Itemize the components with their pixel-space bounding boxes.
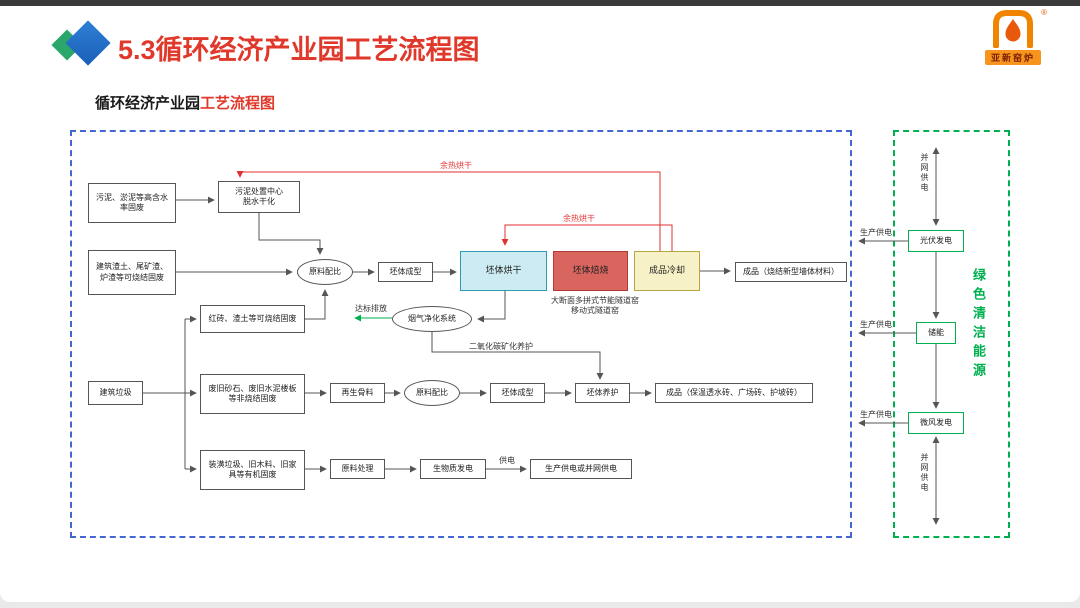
node-body-drying: 坯体烘干 [460,251,547,291]
page-title: 5.3循环经济产业园工艺流程图 [118,35,480,65]
node-sludge-source: 污泥、淤泥等高含水 率固废 [88,183,176,223]
node-raw-material-ratio-1: 原料配比 [297,259,353,285]
label-standard-discharge: 达标排放 [355,303,387,313]
node-recycled-aggregate: 再生骨料 [330,383,385,403]
company-logo: ® 亚新窑炉 [965,8,1061,74]
label-waste-heat-drying-mid: 余热烘干 [563,213,595,223]
node-body-forming-1: 坯体成型 [378,262,433,282]
node-construction-waste: 建筑垃圾 [88,381,143,405]
logo-text: 亚新窑炉 [984,50,1041,65]
registered-mark: ® [1041,8,1047,17]
label-production-power-2: 生产供电 [860,319,892,329]
slide-background [0,6,1080,602]
label-grid-power-bottom: 并网供电 [920,453,929,493]
node-redbrick-waste-source: 红砖、渣土等可烧结固废 [200,305,305,333]
node-sinterable-waste-source: 建筑渣土、尾矿渣、 炉渣等可烧结固废 [88,250,176,295]
energy-panel-border [893,130,1010,538]
node-photovoltaic-power: 光伏发电 [908,230,964,252]
label-tunnel-kiln-note: 大断面多拼式节能隧道窑 移动式隧道窑 [551,295,639,315]
node-body-curing: 坯体养护 [575,383,630,403]
node-body-forming-2: 坯体成型 [490,383,545,403]
node-product-bricks: 成品（保温透水砖、广场砖、护坡砖） [655,383,813,403]
flowchart-border [70,130,852,538]
node-biomass-power: 生物质发电 [420,459,486,479]
label-co2-mineralization-curing: 二氧化碳矿化养护 [469,341,533,351]
node-product-wall-materials: 成品（烧结新型墙体材料） [735,262,847,282]
node-flue-gas-purification: 烟气净化系统 [392,306,472,332]
label-production-power-1: 生产供电 [860,227,892,237]
top-dark-strip [0,0,1080,6]
node-sludge-disposal-center: 污泥处置中心 脱水干化 [218,181,300,213]
node-organic-waste-source: 装潢垃圾、旧木料、旧家 具等有机固废 [200,450,305,490]
node-production-or-grid-power: 生产供电或并网供电 [530,459,632,479]
diagram-subtitle: 循环经济产业园工艺流程图 [95,92,275,113]
subtitle-black: 循环经济产业园 [95,95,201,112]
node-energy-storage: 储能 [916,322,956,344]
node-product-cooling: 成品冷却 [634,251,700,291]
node-nonsinter-waste-source: 废旧砂石、废旧水泥楼板 等非烧结固废 [200,374,305,414]
label-power-supply: 供电 [499,455,515,465]
label-waste-heat-drying-top: 余热烘干 [440,160,472,170]
node-breeze-power: 微风发电 [908,412,964,434]
node-raw-material-ratio-2: 原料配比 [404,380,460,406]
kiln-flame-icon [993,10,1033,48]
green-energy-title: 绿色清洁能源 [971,268,986,382]
node-raw-material-treatment: 原料处理 [330,459,385,479]
label-production-power-3: 生产供电 [860,409,892,419]
node-body-roasting: 坯体焙烧 [553,251,628,291]
subtitle-red: 工艺流程图 [200,95,276,112]
label-grid-power-top: 并网供电 [920,153,929,193]
